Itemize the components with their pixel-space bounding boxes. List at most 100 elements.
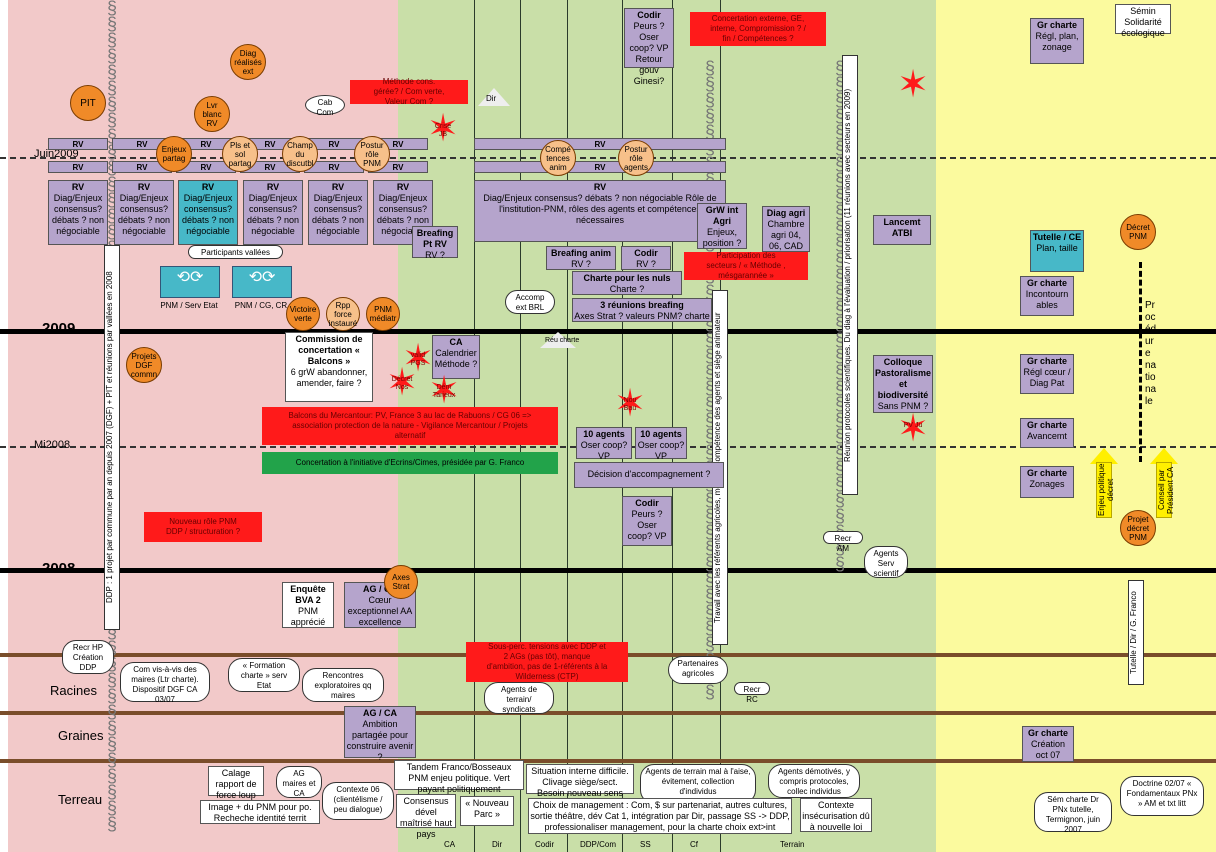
pnm-mediat-circle: PNM médiatr [366, 297, 400, 331]
valid-star-icon: ✶ [386, 362, 418, 404]
line-graines-top [0, 711, 1216, 715]
agents-terrain-bubble: Agents de terrain/ syndicats [484, 682, 554, 714]
recr-rc-bubble: Recr RC [734, 682, 770, 704]
nouveau-parc-box: « Nouveau Parc » [460, 796, 514, 826]
procedure-nationale: Procédure nationale [1145, 300, 1157, 407]
competences-circle: Compé tences anim [540, 140, 576, 176]
nouveau-star-icon: ✶ [614, 383, 646, 425]
column-label-codir: Codir [535, 840, 555, 849]
crise-star-label: Crise JB [434, 123, 452, 138]
agents-serv-bubble: Agents Serv scientif [864, 546, 908, 578]
pnm-cg-label: PNM / CG, CR [234, 301, 288, 310]
pls-circle: Pls et sol partag [222, 136, 258, 172]
balcons-redbar: Balcons du Mercantour: PV, France 3 au l… [262, 407, 558, 445]
decret-circle: Décret PNM [1120, 214, 1156, 250]
label-juin2009: Juin2009 [34, 148, 79, 160]
column-divider [622, 0, 623, 852]
pv-star-label: PV Ju [903, 422, 923, 429]
label-2009: 2009 [42, 320, 76, 337]
rpp-circle: Rpp force instauré [326, 297, 360, 331]
column-label-ss: SS [640, 840, 651, 849]
nouveau-role-redbar: Nouveau rôle PNM DDP / structuration ? [144, 512, 262, 542]
rv-strip: RV [474, 161, 726, 173]
rv-strip: RV [48, 161, 108, 173]
victoire-circle: Victoire verte [286, 297, 320, 331]
pv-star-icon: ✶ [897, 408, 929, 450]
concertation-top-redbar: Concertation externe, GE, interne, Compr… [690, 12, 826, 46]
procedure-arrow [1139, 262, 1145, 462]
pit-circle: PIT [70, 85, 106, 121]
rv-strip: RV [48, 138, 108, 150]
dem-star-icon: ✶ [428, 370, 460, 412]
label-graines: Graines [58, 728, 104, 743]
cycle-icon: ⟲⟳ [232, 266, 292, 298]
column-divider [567, 0, 568, 852]
enjeu-decret-note: Enjeu politique décret [1096, 462, 1115, 518]
champ-circle: Champ du discutbl [282, 136, 318, 172]
ddp-vertical-note: DDP : 1 projet par commune par an depuis… [104, 245, 120, 630]
line-juin2009 [0, 157, 1216, 159]
crise-star-icon: ✶ [427, 108, 459, 150]
enjeu-arrow-icon [1090, 448, 1118, 464]
line-graines [0, 759, 1216, 763]
decret-nos-star-label: valid PGS [410, 352, 426, 367]
choix-box: Choix de management : Com, $ sur partena… [528, 798, 792, 834]
column-label-cf: Cf [690, 840, 698, 849]
charte-label: Réu charte [545, 337, 580, 344]
recr-hp-bubble: Recr HP Création DDP [62, 640, 114, 674]
methode-redbar: Méthode cons. gérée? / Com verte, Valeur… [350, 77, 468, 106]
doctrine-bubble: Doctrine 02/07 « Fondamentaux PNx » AM e… [1120, 776, 1204, 816]
cab-bubble: Cab Com [305, 95, 345, 117]
line-2008 [0, 568, 1216, 573]
column-label-dir: Dir [492, 840, 503, 849]
ag-maires-bubble: AG maires et CA [276, 766, 322, 798]
cycle-icon: ⟲⟳ [160, 266, 220, 298]
label-mi2008: Mi2008 [34, 439, 71, 451]
charte-triangle [540, 332, 576, 348]
reunion-vertical-note: Réunion protocoles scientifiques. Du dia… [842, 55, 858, 495]
sous-perc-redbar: Sous-perc. tensions avec DDP et 2 AGs (p… [466, 642, 628, 682]
recr-am-bubble: Recr AM [823, 531, 863, 553]
partenaires-bubble: Partenaires agricoles [668, 656, 728, 684]
agents-demo-bubble: Agents démotivés, y compris protocoles, … [768, 764, 860, 798]
tutelle-vertical-note: Tutelle / Dir / G. Franco [1128, 580, 1144, 685]
valid-star-label: Décret Nos [391, 376, 413, 391]
contexte06-bubble: Contexte 06 (clientélisme / peu dialogue… [322, 782, 394, 820]
line-2009 [0, 329, 1216, 334]
tandem-box: Tandem Franco/Bosseaux PNM enjeu politiq… [394, 760, 524, 794]
semin-box: Sémin Solidarité écologique [1115, 4, 1171, 38]
rencontres-bubble: Rencontres exploratoires qq maires [302, 668, 384, 702]
projets-dgf-circle: Projets DGF commn [126, 347, 162, 383]
top-right-star-icon: ✶ [897, 64, 929, 106]
projet-decret-circle: Projet décret PNM [1120, 510, 1156, 546]
enjeux-circle: Enjeux partag [156, 136, 192, 172]
concertation-greenbar: Concertation à l'initiative d'Ecrins/Cim… [262, 452, 558, 474]
decision-box: Décision d'accompagnement ? [574, 462, 724, 488]
postur-agents-circle: Postur rôle agents [618, 140, 654, 176]
sem-charte-bubble: Sém charte Dr PNx tutelle, Termignon, ju… [1034, 792, 1112, 834]
column-label-terrain: Terrain [780, 840, 805, 849]
participation-redbar: Participation des secteurs / « Méthode ,… [684, 251, 808, 280]
